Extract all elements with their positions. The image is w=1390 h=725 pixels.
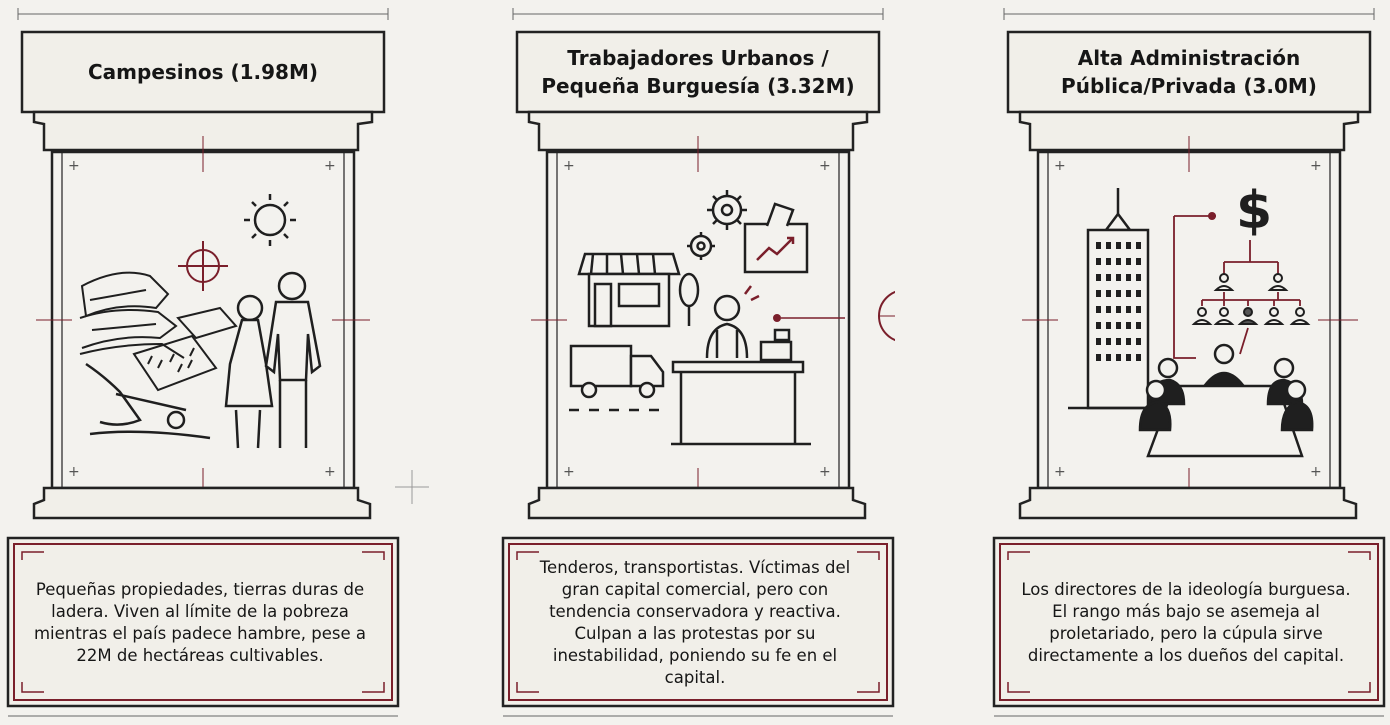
peasant-illustration bbox=[79, 194, 322, 449]
pillar-alta-administracion: + + + + Alta Administración Pública/Privad… bbox=[986, 0, 1386, 725]
svg-text:+: + bbox=[324, 158, 336, 174]
cash-register-icon bbox=[759, 328, 793, 362]
skyscraper-windows bbox=[1096, 242, 1141, 361]
svg-text:+: + bbox=[563, 158, 575, 174]
svg-text:+: + bbox=[1054, 464, 1066, 480]
svg-text:+: + bbox=[819, 464, 831, 480]
terraced-hillside-icon bbox=[79, 271, 185, 359]
svg-text:+: + bbox=[68, 158, 80, 174]
svg-text:+: + bbox=[819, 158, 831, 174]
column-description: Los directores de la ideología burguesa.… bbox=[1021, 580, 1351, 665]
pillar-frame: + + + + bbox=[501, 8, 895, 717]
ballot-box-icon bbox=[743, 202, 809, 274]
svg-text:+: + bbox=[324, 464, 336, 480]
delivery-truck-icon bbox=[569, 344, 665, 412]
skyscraper-icon bbox=[1068, 188, 1156, 410]
svg-text:+: + bbox=[1310, 158, 1322, 174]
svg-text:$: $ bbox=[1236, 181, 1272, 241]
crosshair-icon bbox=[178, 241, 228, 291]
column-title: Trabajadores Urbanos / Pequeña Burguesía… bbox=[541, 46, 855, 98]
svg-text:+: + bbox=[563, 464, 575, 480]
svg-text:+: + bbox=[68, 464, 80, 480]
executive-illustration: $ bbox=[1068, 181, 1314, 458]
gears-icon bbox=[687, 190, 747, 260]
column-title: Campesinos (1.98M) bbox=[87, 60, 319, 84]
boardroom-meeting-icon bbox=[1138, 343, 1314, 458]
storefront-icon bbox=[577, 252, 681, 328]
column-description: Pequeñas propiedades, tierras duras de l… bbox=[33, 580, 367, 665]
plow-icon bbox=[85, 362, 211, 440]
sun-icon bbox=[244, 194, 296, 246]
column-title: Alta Administración Pública/Privada (3.0… bbox=[1061, 46, 1317, 98]
urban-worker-illustration bbox=[569, 190, 845, 446]
column-description: Tenderos, transportistas. Víctimas del g… bbox=[539, 558, 851, 687]
shopkeeper-icon bbox=[705, 285, 760, 359]
tree-icon bbox=[678, 272, 700, 326]
org-chart-icon bbox=[1201, 240, 1301, 306]
field-crops-icon bbox=[132, 306, 238, 392]
dollar-sign-icon: $ bbox=[1173, 181, 1272, 359]
peasant-couple-icon bbox=[224, 271, 322, 449]
svg-text:+: + bbox=[1310, 464, 1322, 480]
register-mark bbox=[395, 470, 429, 504]
pillar-campesinos: + + + + Campesinos (1.98M) bbox=[0, 0, 400, 725]
svg-text:+: + bbox=[1054, 158, 1066, 174]
pillar-trabajadores-urbanos: + + + + Trabajadores Urbanos / Pequeña Bur… bbox=[495, 0, 895, 725]
org-chart-people bbox=[1191, 273, 1311, 325]
